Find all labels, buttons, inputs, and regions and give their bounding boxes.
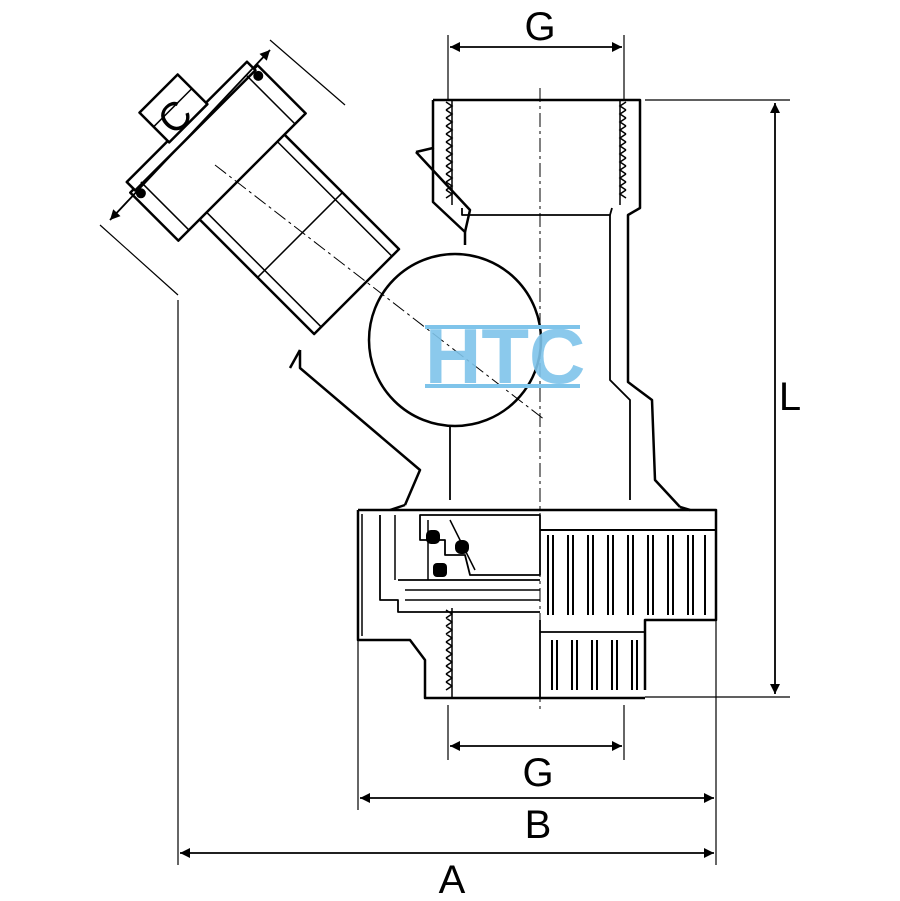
filter-cap-assembly <box>125 60 401 336</box>
top-port-thread <box>445 100 627 205</box>
label-a: A <box>439 858 466 901</box>
svg-text:HTC: HTC <box>425 312 585 400</box>
label-g-top: G <box>524 5 555 49</box>
strainer-body <box>288 98 681 508</box>
filter-screen <box>367 252 543 428</box>
seal-o-rings <box>426 530 469 577</box>
centerlines <box>214 88 546 710</box>
label-b: B <box>525 803 552 847</box>
label-g-bottom: G <box>522 751 553 795</box>
dim-c <box>109 49 271 221</box>
dimension-lines <box>99 35 790 865</box>
union-assembly <box>356 503 718 700</box>
label-l: L <box>779 375 801 419</box>
htc-watermark: HTC <box>425 312 585 400</box>
